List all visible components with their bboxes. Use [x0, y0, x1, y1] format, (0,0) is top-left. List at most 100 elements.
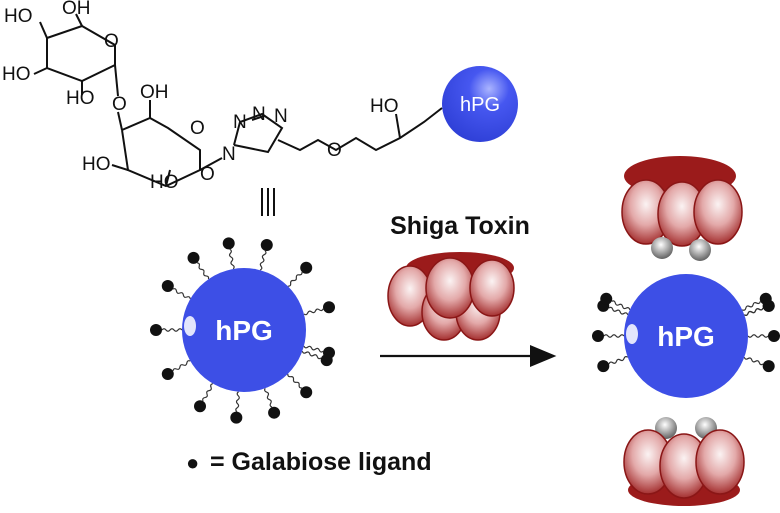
reactant-ligand-dot: [230, 411, 243, 424]
reactant-ligand-dot: [161, 368, 174, 380]
reactant-tether: [287, 373, 303, 389]
galabiose-structure: [33, 13, 443, 216]
atom-label-oh-1: OH: [62, 0, 91, 19]
product-highlight: [626, 324, 638, 344]
reactant-tether: [228, 248, 235, 270]
shiga-toxin-icon: [387, 252, 515, 341]
atom-label-ho-5: HO: [150, 172, 179, 193]
bond-oh-chain: [395, 113, 401, 139]
atom-label-oh-2: OH: [140, 82, 169, 103]
triazole-ring: [233, 112, 284, 154]
product-ligand-dot: [592, 330, 604, 342]
product-ligand-dot: [600, 292, 613, 305]
triazole-double: [251, 115, 265, 121]
bond-anomeric: [199, 157, 223, 171]
reactant-ligand-dot: [260, 238, 273, 251]
reactant-tether: [301, 350, 322, 360]
product-toxin-top: [621, 156, 743, 261]
product-tether: [603, 334, 625, 338]
reactant-core-circle: [182, 268, 306, 392]
product-core-circle: [624, 274, 748, 398]
atom-label-n4: N: [274, 106, 288, 127]
legend-ligand-symbol: ●: [186, 450, 199, 475]
reactant-tether: [259, 250, 267, 271]
reactant-tether: [161, 328, 183, 332]
molecule-hpg-bead: hPG: [442, 66, 518, 142]
atom-label-o-ring1: O: [104, 31, 119, 52]
reactant-ligand-dot: [161, 280, 174, 292]
reactant-ligand-group: [150, 237, 336, 424]
atom-label-n1: N: [222, 144, 236, 165]
reactant-tether: [202, 383, 214, 402]
top-toxin-subunit-3: [693, 179, 743, 245]
reactant-core-label: hPG: [215, 315, 273, 346]
bottom-toxin-subunit-3: [695, 429, 745, 495]
product-tether: [741, 301, 761, 311]
product-ligand-dot: [597, 360, 610, 373]
reactant-ligand-dot: [320, 354, 333, 367]
reactant-ligand-dot: [222, 237, 235, 250]
bond-glyco1: [114, 64, 119, 97]
reactant-tether: [172, 288, 191, 300]
reactant-ligand-dot: [150, 324, 162, 336]
reactant-tether: [303, 308, 324, 316]
reactant-ligand-dot: [300, 261, 313, 274]
product-tether: [747, 334, 769, 338]
product-tether: [743, 307, 764, 316]
atom-label-o-glyco: O: [112, 94, 127, 115]
reactant-ligand-dot: [268, 406, 281, 419]
legend: ● = Galabiose ligand: [186, 448, 432, 476]
atom-label-n3: N: [252, 104, 266, 125]
reactant-ligand-dot: [187, 251, 200, 264]
lower-ring-bonds: [121, 116, 201, 188]
reactant-hpg-particle: hPG: [150, 237, 336, 424]
product-tether: [743, 356, 764, 366]
product-ligand-group: [592, 292, 780, 373]
reactant-tether: [303, 345, 324, 353]
reagent-label: Shiga Toxin: [390, 212, 530, 240]
product-complex: hPG: [592, 156, 780, 506]
atom-label-o-ether: O: [327, 140, 342, 161]
reactant-ligand-dot: [194, 400, 206, 413]
bond-lower-oh1: [111, 164, 129, 171]
atom-label-ho-4: HO: [82, 154, 111, 175]
reactant-tether: [196, 262, 210, 280]
bond-ch2oh: [75, 13, 83, 27]
product-tether: [611, 300, 631, 310]
bond-lower-oh2: [165, 169, 171, 187]
reactant-highlight: [184, 316, 196, 336]
legend-text: = Galabiose ligand: [210, 448, 432, 476]
reactant-tether: [235, 391, 240, 413]
bond-upper-oh1: [39, 21, 48, 39]
product-tether: [608, 306, 629, 316]
bond-upper-oh2: [33, 67, 48, 75]
top-binding-site-2: [689, 239, 711, 261]
linker-chain: [277, 107, 443, 152]
toxin-subunit-5: [469, 259, 515, 317]
reactant-tether: [264, 387, 273, 408]
reactant-tether: [287, 271, 303, 287]
atom-label-ho-2: HO: [2, 64, 31, 85]
product-ligand-dot: [768, 330, 780, 342]
product-toxin-bottom: [623, 417, 745, 506]
atom-label-ho-1: HO: [4, 6, 33, 27]
molecule-bead-label: hPG: [460, 94, 500, 116]
reactant-ligand-dot: [300, 386, 313, 399]
atom-label-o-anomer: O: [200, 164, 215, 185]
reactant-tether: [172, 360, 191, 372]
atom-label-o-ring2: O: [190, 118, 205, 139]
molecule-bead-circle: [442, 66, 518, 142]
bond-glyco2: [117, 111, 123, 131]
reactant-ligand-dot: [323, 301, 336, 314]
atom-label-ho-chain: HO: [370, 96, 399, 117]
toxin-subunit-4: [425, 257, 475, 319]
product-core-label: hPG: [657, 321, 715, 352]
atom-label-n2: N: [233, 112, 247, 133]
product-ligand-dot: [762, 360, 775, 373]
product-tether: [608, 356, 629, 365]
atom-label-ho-3: HO: [66, 88, 95, 109]
product-ligand-dot: [759, 292, 772, 305]
bottom-binding-site-1: [655, 417, 677, 439]
